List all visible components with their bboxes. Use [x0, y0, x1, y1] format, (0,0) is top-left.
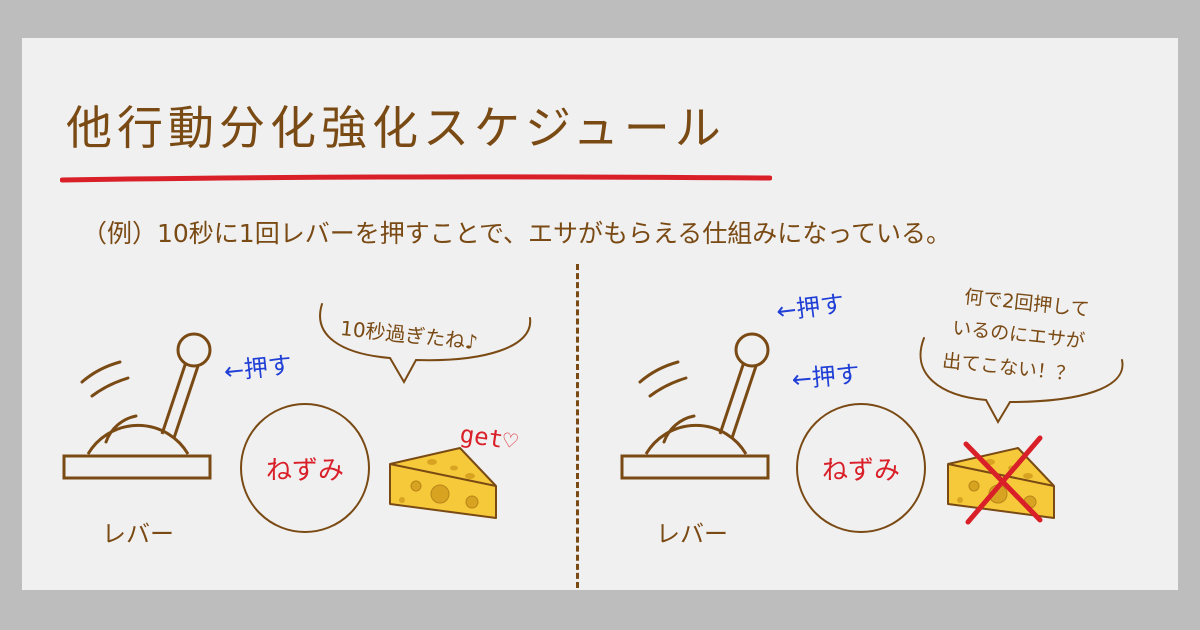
push-label: ←押す [222, 350, 294, 386]
lever-label-right: レバー [656, 520, 728, 548]
lever-icon-right [620, 332, 770, 480]
mouse-circle: ねずみ [240, 403, 370, 533]
speech-bubble-right [919, 337, 1124, 425]
title-underline [60, 174, 772, 183]
push-label-2: ←押す [790, 360, 861, 394]
cross-icon [963, 435, 1043, 525]
lever-icon [62, 332, 212, 480]
mouse-circle-right: ねずみ [796, 403, 926, 533]
page-title: 他行動分化強化スケジュール [66, 101, 726, 155]
lever-label: レバー [102, 520, 174, 548]
speech-bubble [319, 303, 532, 385]
example-caption: （例）10秒に1回レバーを押すことで、エサがもらえる仕組みになっている。 [82, 219, 951, 248]
panel-divider [576, 264, 579, 588]
cheese-icon [389, 447, 497, 519]
